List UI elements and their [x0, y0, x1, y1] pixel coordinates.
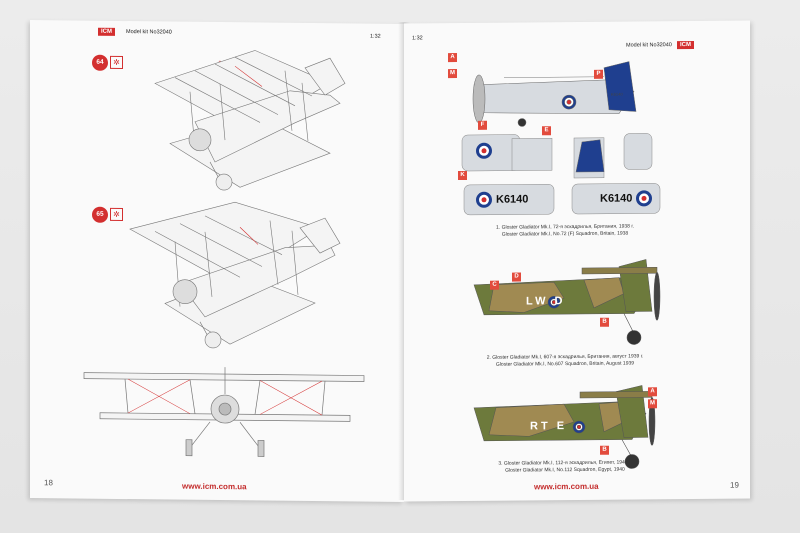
label-c: C: [490, 280, 499, 290]
variant-2-side-profile: [473, 259, 661, 345]
label-m-v3: M: [648, 399, 657, 409]
variant-3-side-profile: [473, 385, 656, 469]
left-page: ICM Model kit No32040 1:32 64 ✲ Для вари…: [30, 20, 404, 502]
variant-3-caption: 3. Gloster Gladiator Mk.I, 112-я эскадри…: [470, 459, 660, 475]
biplane-drawing-middle: [129, 201, 341, 349]
label-b: B: [600, 317, 609, 327]
label-k: K: [458, 170, 467, 181]
label-p: P: [594, 69, 603, 79]
website-url-right: www.icm.com.ua: [534, 481, 599, 492]
page-number-right: 19: [730, 480, 739, 490]
label-m: M: [448, 69, 457, 79]
variant-1-wing-plans: [461, 133, 661, 216]
label-e: E: [542, 126, 551, 136]
right-page: 1:32 Model kit No32040 ICM K6140: [404, 20, 750, 502]
website-url-left: www.icm.com.ua: [182, 481, 247, 492]
label-a: A: [448, 53, 457, 63]
label-b-v3: B: [600, 445, 609, 455]
label-f: F: [478, 120, 487, 130]
variant-3-code: RT E: [530, 420, 568, 433]
biplane-front-view: [83, 367, 365, 457]
label-a-v3: A: [648, 387, 657, 397]
biplane-drawing-top: [154, 50, 346, 191]
label-d: D: [512, 272, 521, 282]
page-number-left: 18: [44, 478, 53, 488]
variant-1-side-profile: [472, 61, 637, 127]
